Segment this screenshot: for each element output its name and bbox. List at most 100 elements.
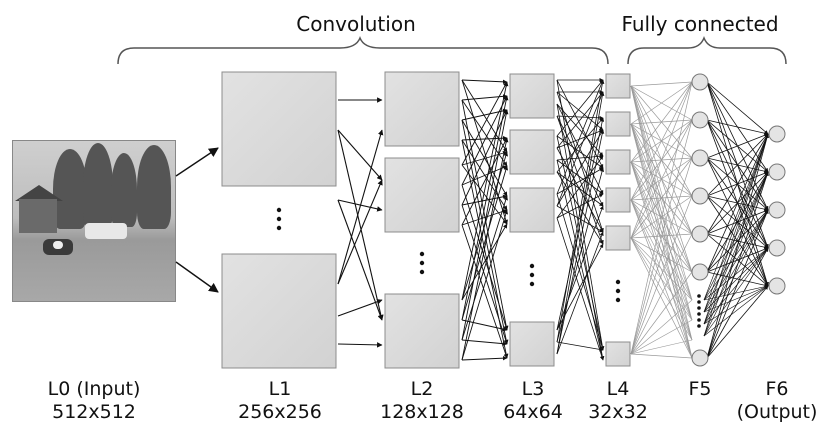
conn-f5-f6 [706,247,769,359]
conn-f5-f6 [703,285,769,313]
ellipsis-f5-dot [697,324,701,328]
conn-l2-l3 [461,194,508,206]
conn-l1-l2 [337,129,384,321]
conn-l4-f5 [630,271,693,355]
conn-l3-l4 [556,154,604,161]
conn-l3-l4 [556,341,604,352]
neuron-f5-4 [691,187,709,205]
conn-l4-f5 [630,237,693,321]
conn-l4-f5 [630,81,693,87]
conn-l4-f5 [630,237,693,341]
conn-l2-l3 [461,223,508,301]
conn-f5-f6 [706,171,769,359]
conn-l3-l4 [556,91,604,149]
feature-map-l4-3 [605,149,631,175]
layer-size-l3: 64x64 [503,401,563,423]
section-convolution: Convolution [296,12,416,36]
layer-name-f5: F5 [688,378,712,400]
ellipsis-l1-dot [276,216,282,222]
layer-size-l1: 256x256 [238,401,322,423]
neuron-f5-2 [691,111,709,129]
conn-l4-f5 [630,157,693,239]
conn-l1-l2 [337,179,383,285]
ellipsis-l2 [419,251,425,275]
conn-f5-f6 [703,171,769,313]
ellipsis-l2-dot [419,269,425,275]
conn-l4-f5 [630,81,693,355]
conn-l2-l3 [461,137,508,226]
ellipsis-l1-dot [276,225,282,231]
conn-l4-f5 [630,237,693,301]
conn-f5-f6 [703,285,769,301]
neuron-f6-1 [768,125,786,143]
feature-map-l2-3 [384,293,460,369]
conn-l4-f5 [630,157,693,355]
ellipsis-l3-dot [529,272,535,278]
conn-l4-f5 [630,123,693,301]
layer-name-f6: F6 [765,378,789,400]
conn-l2-l3 [461,195,508,341]
conn-l2-l3 [461,137,509,361]
conn-l1-l2 [337,129,383,181]
conn-l4-f5 [630,237,693,359]
neuron-f6-5 [768,277,786,295]
conn-l2-l3 [461,99,509,331]
ellipsis-l3-dot [529,263,535,269]
conn-l1-l2 [337,199,383,321]
conn-f5-f6 [703,247,769,325]
conn-f5-f6 [703,209,769,337]
feature-map-l3-4 [509,321,555,367]
conn-l3-l4 [556,159,604,195]
conn-f5-f6 [703,285,769,325]
conn-l2-l3 [461,79,508,153]
conn-l3-l4 [556,103,604,157]
conn-f5-f6 [706,133,769,197]
conn-f5-f6 [706,81,769,135]
conn-f5-f6 [703,247,769,337]
layer-name-l1: L1 [268,378,292,400]
layer-size-l4: 32x32 [588,401,648,423]
conn-f5-f6 [703,209,769,325]
conn-l3-l4 [556,129,605,355]
conn-l3-l4 [556,115,604,207]
conn-f5-f6 [706,209,769,273]
conn-l4-f5 [630,353,693,359]
conn-l3-l4 [556,193,604,351]
conn-l4-f5 [630,319,693,355]
layer-label-f5: F5 [688,378,711,401]
layer-size-l0: 512x512 [52,401,136,423]
ellipsis-f5-dot [697,294,701,298]
feature-map-l4-6 [605,341,631,367]
feature-map-l1-2 [221,253,337,369]
arrow-input-l1-bottom [175,261,219,293]
feature-map-l1-1 [221,71,337,187]
conn-l3-l4 [556,91,604,233]
brace-fully-connected [627,35,787,65]
neuron-f5-7 [691,349,709,367]
conn-l3-l4 [556,117,604,173]
conn-f5-f6 [703,171,769,325]
conn-l2-l3 [461,95,508,186]
conn-l3-l4 [556,171,604,245]
conn-l4-f5 [630,199,693,301]
conn-f5-f6 [703,209,769,301]
ellipsis-f5-dot [697,306,701,310]
conn-l3-l4 [556,147,604,233]
conn-f5-f6 [703,133,769,301]
ellipsis-f5-dot [697,312,701,316]
neuron-f6-4 [768,239,786,257]
neuron-f6-3 [768,201,786,219]
conn-l2-l3 [461,209,508,361]
conn-l2-l3 [461,165,509,321]
conn-l3-l4 [556,91,604,207]
layer-size-f6: (Output) [736,401,818,423]
feature-map-l4-2 [605,111,631,137]
conn-l4-f5 [630,161,693,301]
conn-l4-f5 [630,81,693,125]
conn-l1-l2 [337,129,384,285]
conn-l3-l4 [556,129,604,207]
conn-f5-f6 [706,133,769,273]
conn-l4-f5 [630,339,693,355]
conn-l2-l3 [461,355,508,361]
